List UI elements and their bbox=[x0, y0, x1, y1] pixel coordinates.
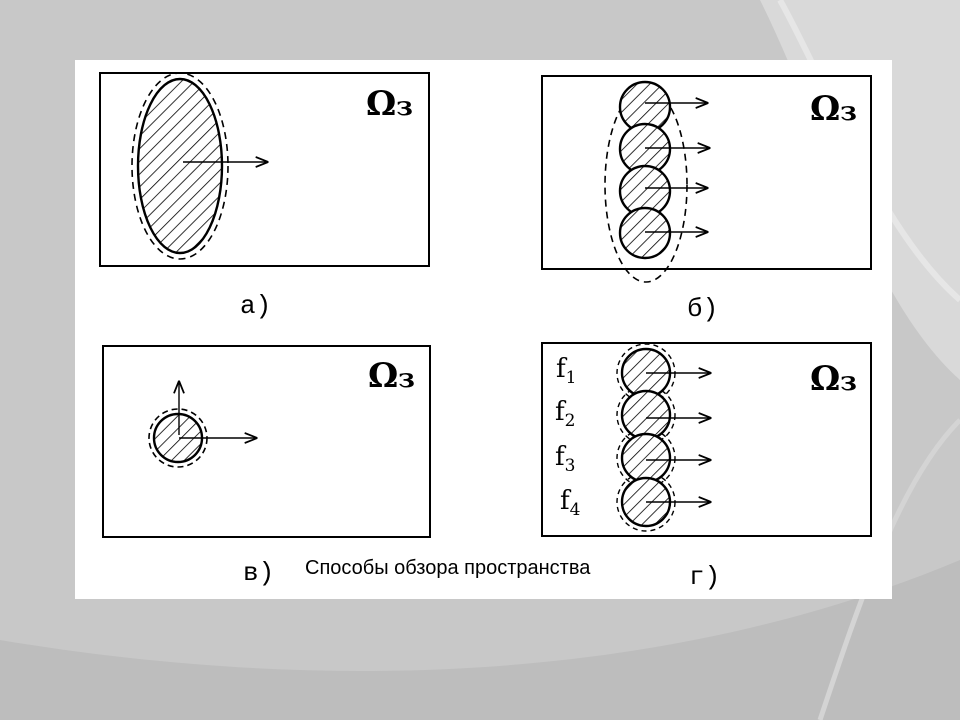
panel-a-label: а) bbox=[240, 291, 271, 321]
panel-b-frame bbox=[541, 75, 872, 270]
scan-methods-diagram: Ωз а) Ωз б) Ωз в) bbox=[99, 72, 872, 592]
frequency-label-1: f1 bbox=[556, 354, 576, 388]
panel-a-frame bbox=[99, 72, 430, 267]
panel-a: Ωз а) bbox=[99, 72, 430, 321]
panel-g-label: г) bbox=[689, 562, 720, 592]
panel-a-beam bbox=[136, 77, 224, 255]
panel-g-beam-3 bbox=[620, 432, 672, 484]
panel-g-region-label: Ωз bbox=[810, 359, 857, 399]
panel-v: Ωз в) bbox=[102, 345, 431, 588]
frequency-label-4: f4 bbox=[560, 486, 580, 520]
panel-a-beam-outline bbox=[131, 72, 229, 260]
panel-v-label: в) bbox=[243, 558, 274, 588]
panel-g: f1 f2 f3 f4 Ωз г) bbox=[541, 342, 872, 592]
panel-b-label: б) bbox=[687, 294, 718, 324]
panel-v-frame bbox=[102, 345, 431, 538]
panel-v-region-label: Ωз bbox=[368, 356, 415, 396]
frequency-label-2: f2 bbox=[555, 397, 575, 431]
figure-caption: Способы обзора пространства bbox=[305, 557, 591, 579]
panel-a-region-label: Ωз bbox=[366, 84, 413, 124]
panel-b-region-label: Ωз bbox=[810, 89, 857, 129]
panel-b-beam-4 bbox=[618, 206, 672, 260]
panel-g-frame bbox=[541, 342, 872, 537]
frequency-label-3: f3 bbox=[555, 442, 575, 476]
panel-g-beam-2 bbox=[620, 389, 672, 441]
figure-canvas: Ωз а) Ωз б) Ωз в) bbox=[75, 60, 892, 599]
panel-b: Ωз б) bbox=[541, 75, 872, 324]
